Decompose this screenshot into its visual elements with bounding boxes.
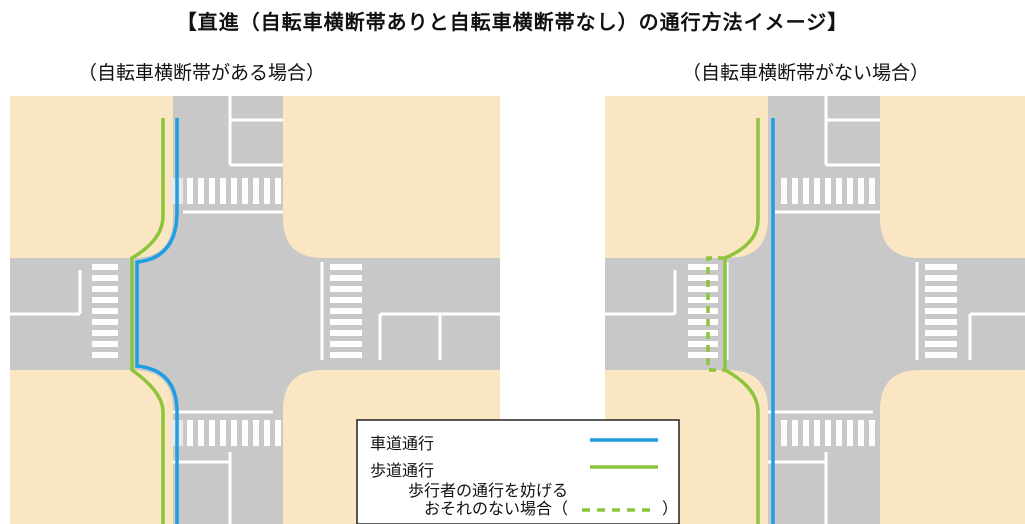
crosswalk-north — [778, 178, 876, 204]
subtitle-without-crossing: （自転車横断帯がない場合） — [682, 62, 930, 84]
crosswalk-west — [92, 262, 118, 362]
legend-roadway-label: 車道通行 — [370, 434, 435, 453]
diagram-title: 【直進（自転車横断帯ありと自転車横断帯なし）の通行方法イメージ】 — [176, 10, 849, 34]
crosswalk-north — [183, 178, 281, 204]
legend-note-line2: おそれのない場合（ — [424, 499, 569, 518]
sidewalk-route-left — [130, 118, 165, 524]
crosswalk-east — [925, 262, 957, 362]
crosswalk-south — [778, 420, 876, 446]
legend-note-close: ） — [662, 499, 679, 518]
sidewalk-route-right — [723, 118, 760, 524]
crosswalk-east — [330, 262, 362, 362]
legend-sidewalk-label: 歩道通行 — [370, 461, 435, 480]
intersection-right — [605, 96, 1025, 524]
legend-note-line1: 歩行者の通行を妨げる — [408, 481, 569, 500]
crosswalk-south — [183, 420, 281, 446]
crosswalk-west — [688, 262, 718, 362]
legend-box — [356, 419, 680, 524]
intersection-left — [10, 96, 500, 524]
subtitle-with-crossing: （自転車横断帯がある場合） — [78, 62, 326, 84]
roadway-route-left — [135, 118, 179, 524]
